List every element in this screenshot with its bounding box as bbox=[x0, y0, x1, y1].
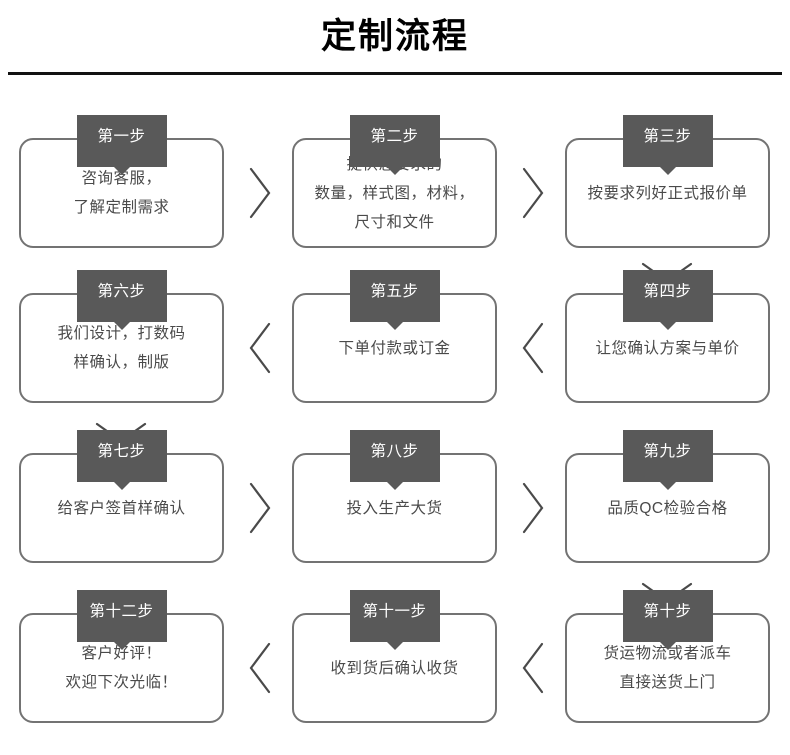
flow-node-step-12[interactable]: 客户好评！ 欢迎下次光临！ 第十二步 bbox=[19, 590, 224, 723]
chevron-right-icon bbox=[516, 478, 550, 538]
chevron-left-icon bbox=[243, 318, 277, 378]
chevron-left-icon bbox=[516, 318, 550, 378]
flow-node-step-11[interactable]: 收到货后确认收货 第十一步 bbox=[292, 590, 497, 723]
flow-row-4: 客户好评！ 欢迎下次光临！ 第十二步 收到货后确认收货 第十一步 货运物流或者派… bbox=[0, 590, 790, 723]
flow-row-3: 给客户签首样确认 第七步 投入生产大货 第八步 品质QC检验合格 第九步 bbox=[0, 430, 790, 563]
node-box: 咨询客服， 了解定制需求 bbox=[19, 138, 224, 248]
step-badge: 第七步 bbox=[76, 430, 167, 482]
step-badge: 第五步 bbox=[349, 270, 440, 322]
step-badge: 第十二步 bbox=[76, 590, 167, 642]
node-box: 给客户签首样确认 bbox=[19, 453, 224, 563]
flow-row-1: 咨询客服， 了解定制需求 第一步 提供您要求的 数量，样式图，材料， 尺寸和文件… bbox=[0, 115, 790, 248]
page-title: 定制流程 bbox=[320, 17, 469, 56]
node-text: 我们设计，打数码 样确认，制版 bbox=[57, 325, 186, 371]
flow-node-step-4[interactable]: 让您确认方案与单价 第四步 bbox=[565, 270, 770, 403]
chevron-right-icon bbox=[243, 478, 277, 538]
node-box: 按要求列好正式报价单 bbox=[565, 138, 770, 248]
flow-node-step-6[interactable]: 我们设计，打数码 样确认，制版 第六步 bbox=[19, 270, 224, 403]
node-text: 下单付款或订金 bbox=[338, 339, 451, 357]
step-badge: 第八步 bbox=[349, 430, 440, 482]
flow-node-step-5[interactable]: 下单付款或订金 第五步 bbox=[292, 270, 497, 403]
step-badge: 第六步 bbox=[76, 270, 167, 322]
node-text: 品质QC检验合格 bbox=[607, 499, 728, 517]
title-divider bbox=[8, 72, 782, 75]
step-badge: 第二步 bbox=[349, 115, 440, 167]
step-badge: 第四步 bbox=[622, 270, 713, 322]
flow-row-2: 我们设计，打数码 样确认，制版 第六步 下单付款或订金 第五步 让您确认方案与单… bbox=[0, 270, 790, 403]
flow-node-step-7[interactable]: 给客户签首样确认 第七步 bbox=[19, 430, 224, 563]
flow-node-step-8[interactable]: 投入生产大货 第八步 bbox=[292, 430, 497, 563]
chevron-right-icon bbox=[516, 163, 550, 223]
step-badge: 第九步 bbox=[622, 430, 713, 482]
flowchart: 咨询客服， 了解定制需求 第一步 提供您要求的 数量，样式图，材料， 尺寸和文件… bbox=[0, 75, 790, 755]
node-text: 咨询客服， 了解定制需求 bbox=[73, 170, 170, 216]
node-text: 收到货后确认收货 bbox=[330, 659, 459, 677]
node-text: 按要求列好正式报价单 bbox=[587, 184, 748, 202]
flow-node-step-10[interactable]: 货运物流或者派车 直接送货上门 第十步 bbox=[565, 590, 770, 723]
chevron-left-icon bbox=[243, 638, 277, 698]
chevron-right-icon bbox=[243, 163, 277, 223]
node-text: 货运物流或者派车 直接送货上门 bbox=[603, 645, 732, 691]
node-text: 客户好评！ 欢迎下次光临！ bbox=[65, 645, 178, 691]
node-text: 投入生产大货 bbox=[346, 499, 443, 517]
step-badge: 第一步 bbox=[76, 115, 167, 167]
step-badge: 第三步 bbox=[622, 115, 713, 167]
flow-node-step-1[interactable]: 咨询客服， 了解定制需求 第一步 bbox=[19, 115, 224, 248]
page-header: 定制流程 bbox=[0, 0, 790, 75]
chevron-left-icon bbox=[516, 638, 550, 698]
flow-node-step-9[interactable]: 品质QC检验合格 第九步 bbox=[565, 430, 770, 563]
flow-node-step-2[interactable]: 提供您要求的 数量，样式图，材料， 尺寸和文件 第二步 bbox=[292, 115, 497, 248]
node-text: 让您确认方案与单价 bbox=[595, 339, 740, 357]
step-badge: 第十步 bbox=[622, 590, 713, 642]
node-text: 给客户签首样确认 bbox=[57, 499, 186, 517]
step-badge: 第十一步 bbox=[349, 590, 440, 642]
flow-node-step-3[interactable]: 按要求列好正式报价单 第三步 bbox=[565, 115, 770, 248]
